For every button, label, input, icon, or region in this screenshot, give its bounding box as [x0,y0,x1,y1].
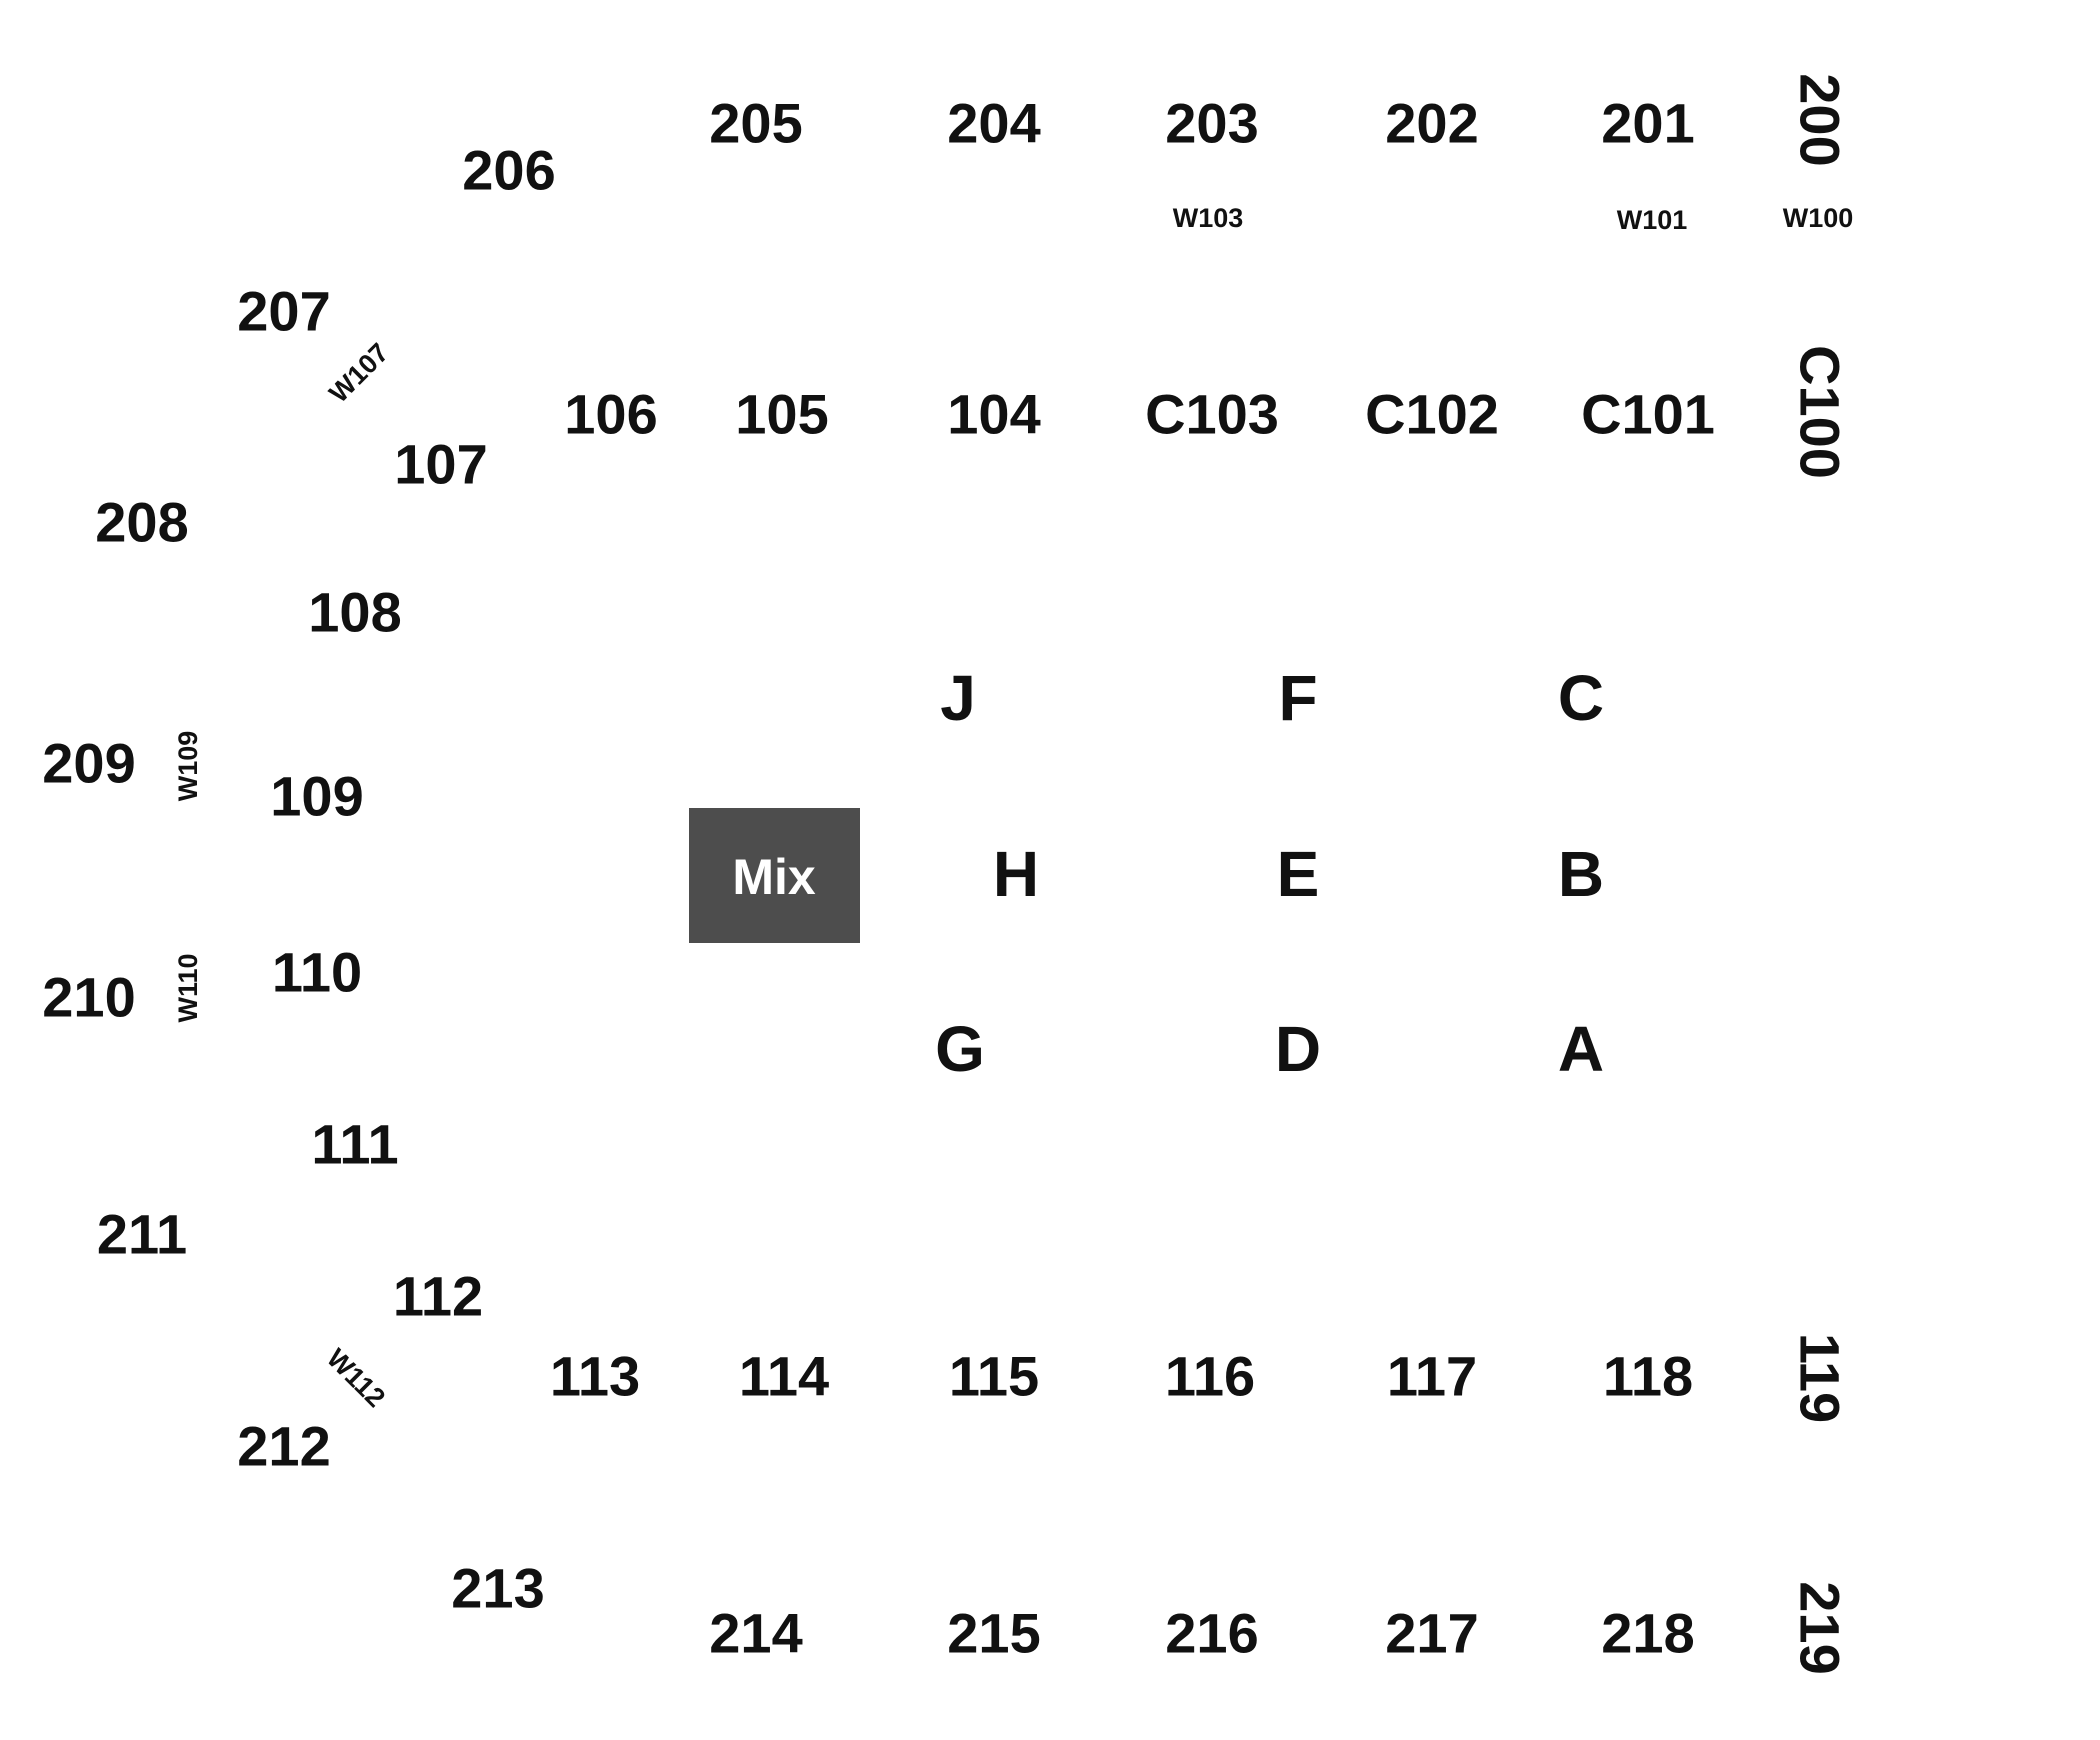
section-118[interactable]: 118 [1603,1345,1693,1408]
section-117[interactable]: 117 [1387,1345,1477,1408]
floor-section-b[interactable]: B [1558,838,1604,910]
section-w107[interactable]: W107 [323,337,394,408]
floor-section-j[interactable]: J [940,662,976,734]
section-119[interactable]: 119 [1789,1333,1852,1423]
section-201[interactable]: 201 [1601,92,1694,155]
section-204[interactable]: 204 [947,92,1040,155]
floor-section-d[interactable]: D [1275,1013,1321,1085]
section-218[interactable]: 218 [1601,1602,1694,1665]
section-114[interactable]: 114 [739,1345,829,1408]
section-203[interactable]: 203 [1165,92,1258,155]
section-216[interactable]: 216 [1165,1602,1258,1665]
section-w101[interactable]: W101 [1617,205,1688,235]
mix-label: Mix [732,849,816,905]
section-w110[interactable]: W110 [173,953,203,1022]
section-c100[interactable]: C100 [1789,345,1852,479]
section-w100[interactable]: W100 [1783,203,1854,233]
section-w112[interactable]: W112 [321,1343,391,1413]
floor-section-h[interactable]: H [993,838,1039,910]
floor-section-c[interactable]: C [1558,662,1604,734]
section-202[interactable]: 202 [1385,92,1478,155]
floor-section-f[interactable]: F [1278,662,1317,734]
section-219[interactable]: 219 [1789,1581,1852,1674]
section-214[interactable]: 214 [709,1602,802,1665]
section-212[interactable]: 212 [237,1415,330,1478]
section-105[interactable]: 105 [735,383,828,446]
section-104[interactable]: 104 [947,383,1040,446]
section-w103[interactable]: W103 [1173,203,1244,233]
section-210[interactable]: 210 [42,966,135,1029]
floor-section-e[interactable]: E [1277,838,1320,910]
section-209[interactable]: 209 [42,732,135,795]
section-215[interactable]: 215 [947,1602,1040,1665]
section-207[interactable]: 207 [237,280,330,343]
section-208[interactable]: 208 [95,491,188,554]
section-205[interactable]: 205 [709,92,802,155]
section-113[interactable]: 113 [550,1345,640,1408]
section-115[interactable]: 115 [949,1345,1039,1408]
section-108[interactable]: 108 [308,581,401,644]
section-211[interactable]: 211 [97,1203,187,1266]
mix-box [689,808,860,943]
section-w109[interactable]: W109 [173,731,203,802]
floor-section-g[interactable]: G [935,1013,985,1085]
section-c102[interactable]: C102 [1365,383,1499,446]
section-107[interactable]: 107 [394,433,487,496]
section-c101[interactable]: C101 [1581,383,1715,446]
section-200[interactable]: 200 [1789,73,1852,166]
section-112[interactable]: 112 [393,1265,483,1328]
section-110[interactable]: 110 [272,941,362,1004]
section-116[interactable]: 116 [1165,1345,1255,1408]
section-111[interactable]: 111 [311,1113,398,1176]
section-106[interactable]: 106 [564,383,657,446]
section-c103[interactable]: C103 [1145,383,1279,446]
floor-section-a[interactable]: A [1558,1013,1604,1085]
section-206[interactable]: 206 [462,139,555,202]
section-217[interactable]: 217 [1385,1602,1478,1665]
section-213[interactable]: 213 [451,1557,544,1620]
section-109[interactable]: 109 [270,765,363,828]
